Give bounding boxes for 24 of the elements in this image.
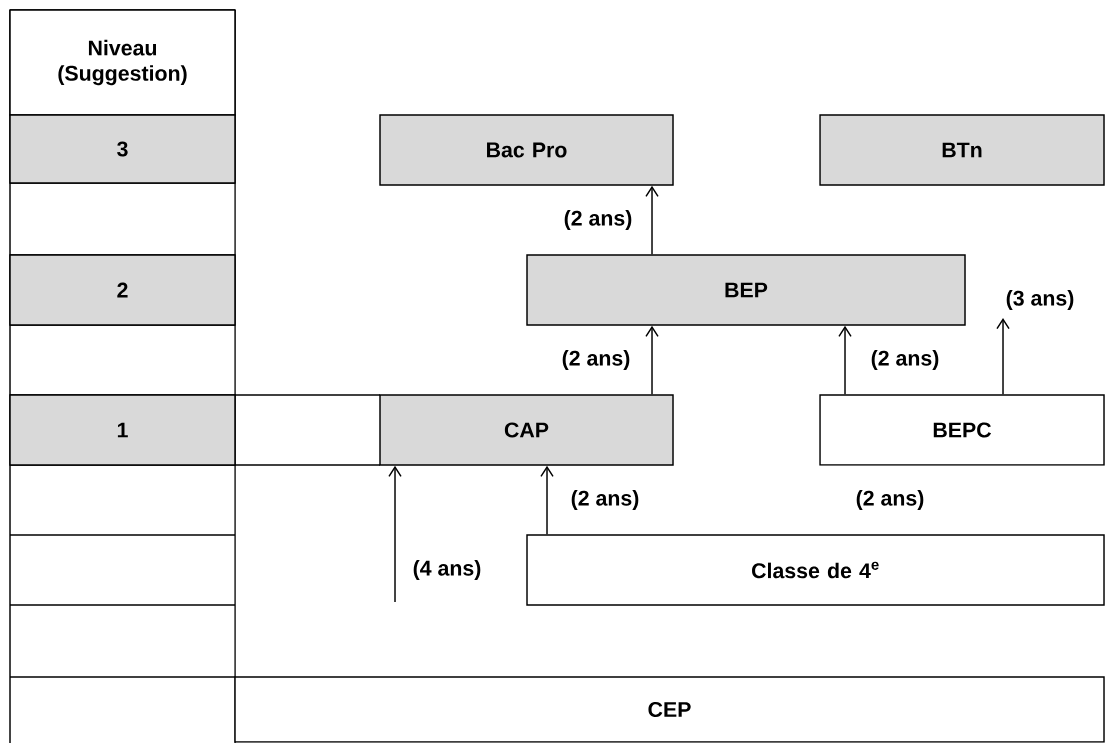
edge-label: (4 ans): [411, 558, 483, 582]
diploma-box: BEPC: [819, 394, 1105, 466]
arrow: [645, 325, 659, 395]
arrow: [645, 185, 659, 255]
diploma-box: BTn: [819, 114, 1105, 186]
class-box: Classe de 4$^{e}$: [526, 534, 1105, 606]
edge-label: (3 ans): [1004, 288, 1076, 312]
duration-label: (2 ans): [856, 490, 924, 510]
edge-label: (2 ans): [869, 348, 941, 372]
arrow: [388, 465, 402, 603]
edge-label: (2 ans): [562, 208, 634, 232]
level-cell: 1: [9, 394, 236, 466]
arrow: [838, 325, 852, 395]
table-header-cell: Niveau (Suggestion): [9, 9, 236, 116]
arrow: [996, 318, 1010, 395]
level-cell: 2: [9, 254, 236, 326]
arrow: [540, 465, 554, 535]
edge-label: (2 ans): [569, 488, 641, 512]
edge-label: (2 ans): [560, 348, 632, 372]
diploma-box: CAP: [379, 394, 674, 466]
diploma-box: CEP: [234, 676, 1105, 743]
level-cell: 3: [9, 114, 236, 184]
diploma-box: Bac Pro: [379, 114, 674, 186]
diploma-box: BEP: [526, 254, 966, 326]
